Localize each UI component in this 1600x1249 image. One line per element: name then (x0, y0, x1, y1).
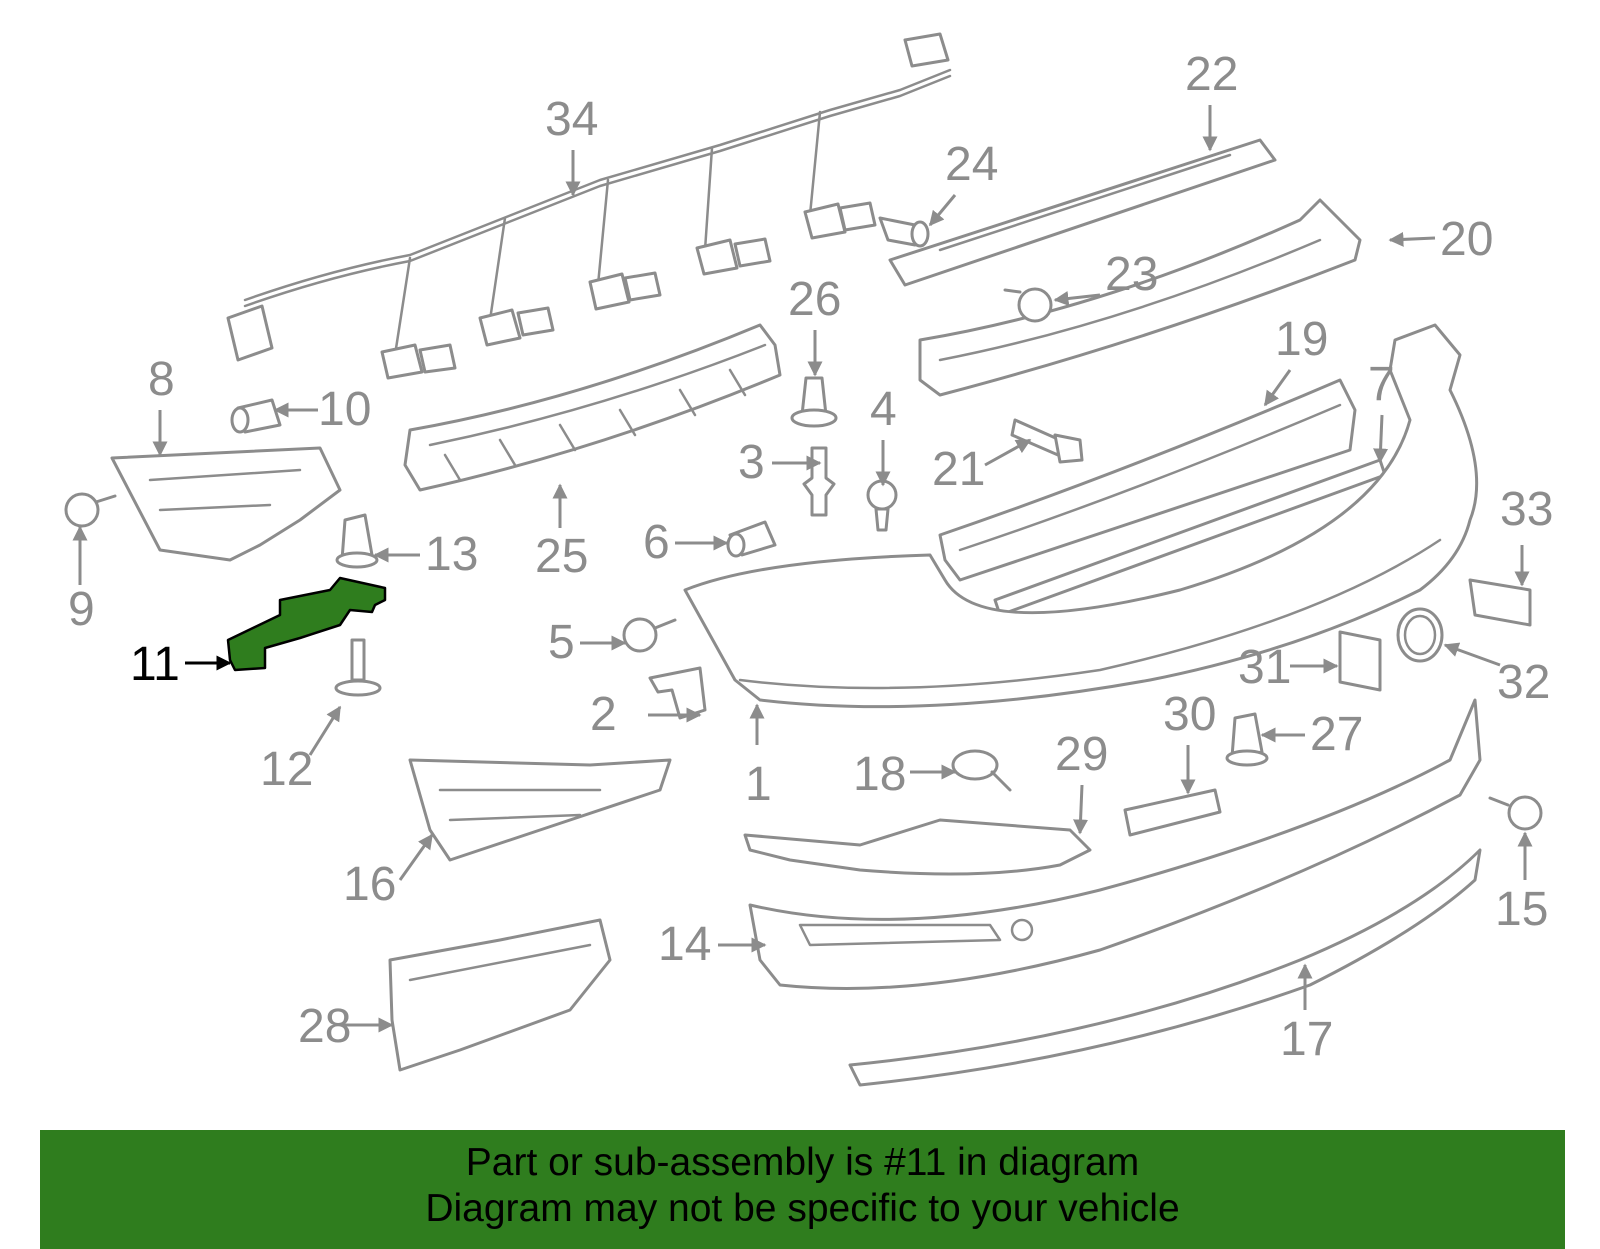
part-5-screw (622, 617, 677, 653)
part-17-diffuser (848, 848, 1482, 1087)
callout-5: 5 (548, 616, 575, 669)
callout-6: 6 (643, 516, 670, 569)
part-11-bracket-highlighted[interactable] (226, 576, 387, 672)
part-1-bumper-cover (683, 323, 1479, 709)
callout-34: 34 (545, 93, 598, 146)
part-9-screw (64, 492, 117, 528)
part-28-bracket (388, 918, 612, 1072)
callout-12: 12 (260, 743, 313, 796)
callout-16: 16 (343, 858, 396, 911)
callout-33: 33 (1500, 483, 1553, 536)
part-14-lower-valance (748, 698, 1482, 990)
banner-line-disclaimer: Diagram may not be specific to your vehi… (425, 1187, 1180, 1230)
part-10-grommet (230, 398, 282, 434)
callout-11: 11 (130, 638, 180, 691)
part-13-clip-nut (335, 513, 379, 569)
callout-26: 26 (788, 273, 841, 326)
part-2-bracket (648, 666, 707, 720)
info-banner: Part or sub-assembly is #11 in diagram D… (40, 1130, 1565, 1249)
callout-17: 17 (1280, 1013, 1333, 1066)
callout-15: 15 (1495, 883, 1548, 936)
callout-31: 31 (1238, 641, 1291, 694)
callout-30: 30 (1163, 688, 1216, 741)
part-18-clip (951, 749, 1012, 792)
callout-23: 23 (1105, 248, 1158, 301)
callout-8: 8 (148, 353, 175, 406)
part-33-sensor-holder (1468, 578, 1532, 627)
part-24-clip (878, 216, 930, 248)
callout-10: 10 (318, 383, 371, 436)
part-30-light (1123, 788, 1222, 837)
callout-24: 24 (945, 138, 998, 191)
part-31-sensor (1338, 630, 1382, 692)
part-4-nut-clip (866, 479, 898, 532)
callout-22: 22 (1185, 48, 1238, 101)
callout-29: 29 (1055, 728, 1108, 781)
callout-3: 3 (738, 436, 765, 489)
leader-arrows (72, 105, 1533, 1033)
part-32-ring (1396, 607, 1444, 663)
part-21-bolt (1010, 418, 1084, 464)
part-29-reflector (743, 818, 1092, 876)
callout-18: 18 (853, 748, 906, 801)
callout-14: 14 (658, 918, 711, 971)
callout-20: 20 (1440, 213, 1493, 266)
part-23-screw (1003, 287, 1053, 323)
callout-25: 25 (535, 530, 588, 583)
callout-4: 4 (870, 383, 897, 436)
banner-line-part-number: Part or sub-assembly is #11 in diagram (465, 1141, 1140, 1184)
callout-7: 7 (1368, 358, 1395, 411)
part-26-clip (790, 376, 838, 428)
callout-21: 21 (932, 443, 985, 496)
part-34-wiring-harness (226, 32, 952, 380)
callout-27: 27 (1310, 708, 1363, 761)
callout-32: 32 (1497, 656, 1550, 709)
callout-9: 9 (68, 583, 95, 636)
callout-2: 2 (590, 688, 617, 741)
part-3-pin (802, 446, 836, 517)
part-22-trim-strip (888, 138, 1277, 287)
callout-labels: 1 2 3 4 5 6 7 8 9 10 11 12 13 14 15 16 1… (68, 48, 1553, 1066)
callout-13: 13 (425, 528, 478, 581)
part-27-clip-nut (1225, 712, 1269, 767)
part-19-absorber (938, 378, 1357, 582)
part-6-grommet (726, 520, 777, 558)
part-8-bracket (110, 446, 342, 562)
callout-28: 28 (298, 1000, 351, 1053)
part-12-screw (334, 638, 382, 697)
part-25-bracket (403, 323, 782, 492)
callout-1: 1 (745, 758, 772, 811)
part-15-screw (1488, 795, 1543, 831)
callout-19: 19 (1275, 313, 1328, 366)
part-16-bracket (408, 758, 672, 862)
